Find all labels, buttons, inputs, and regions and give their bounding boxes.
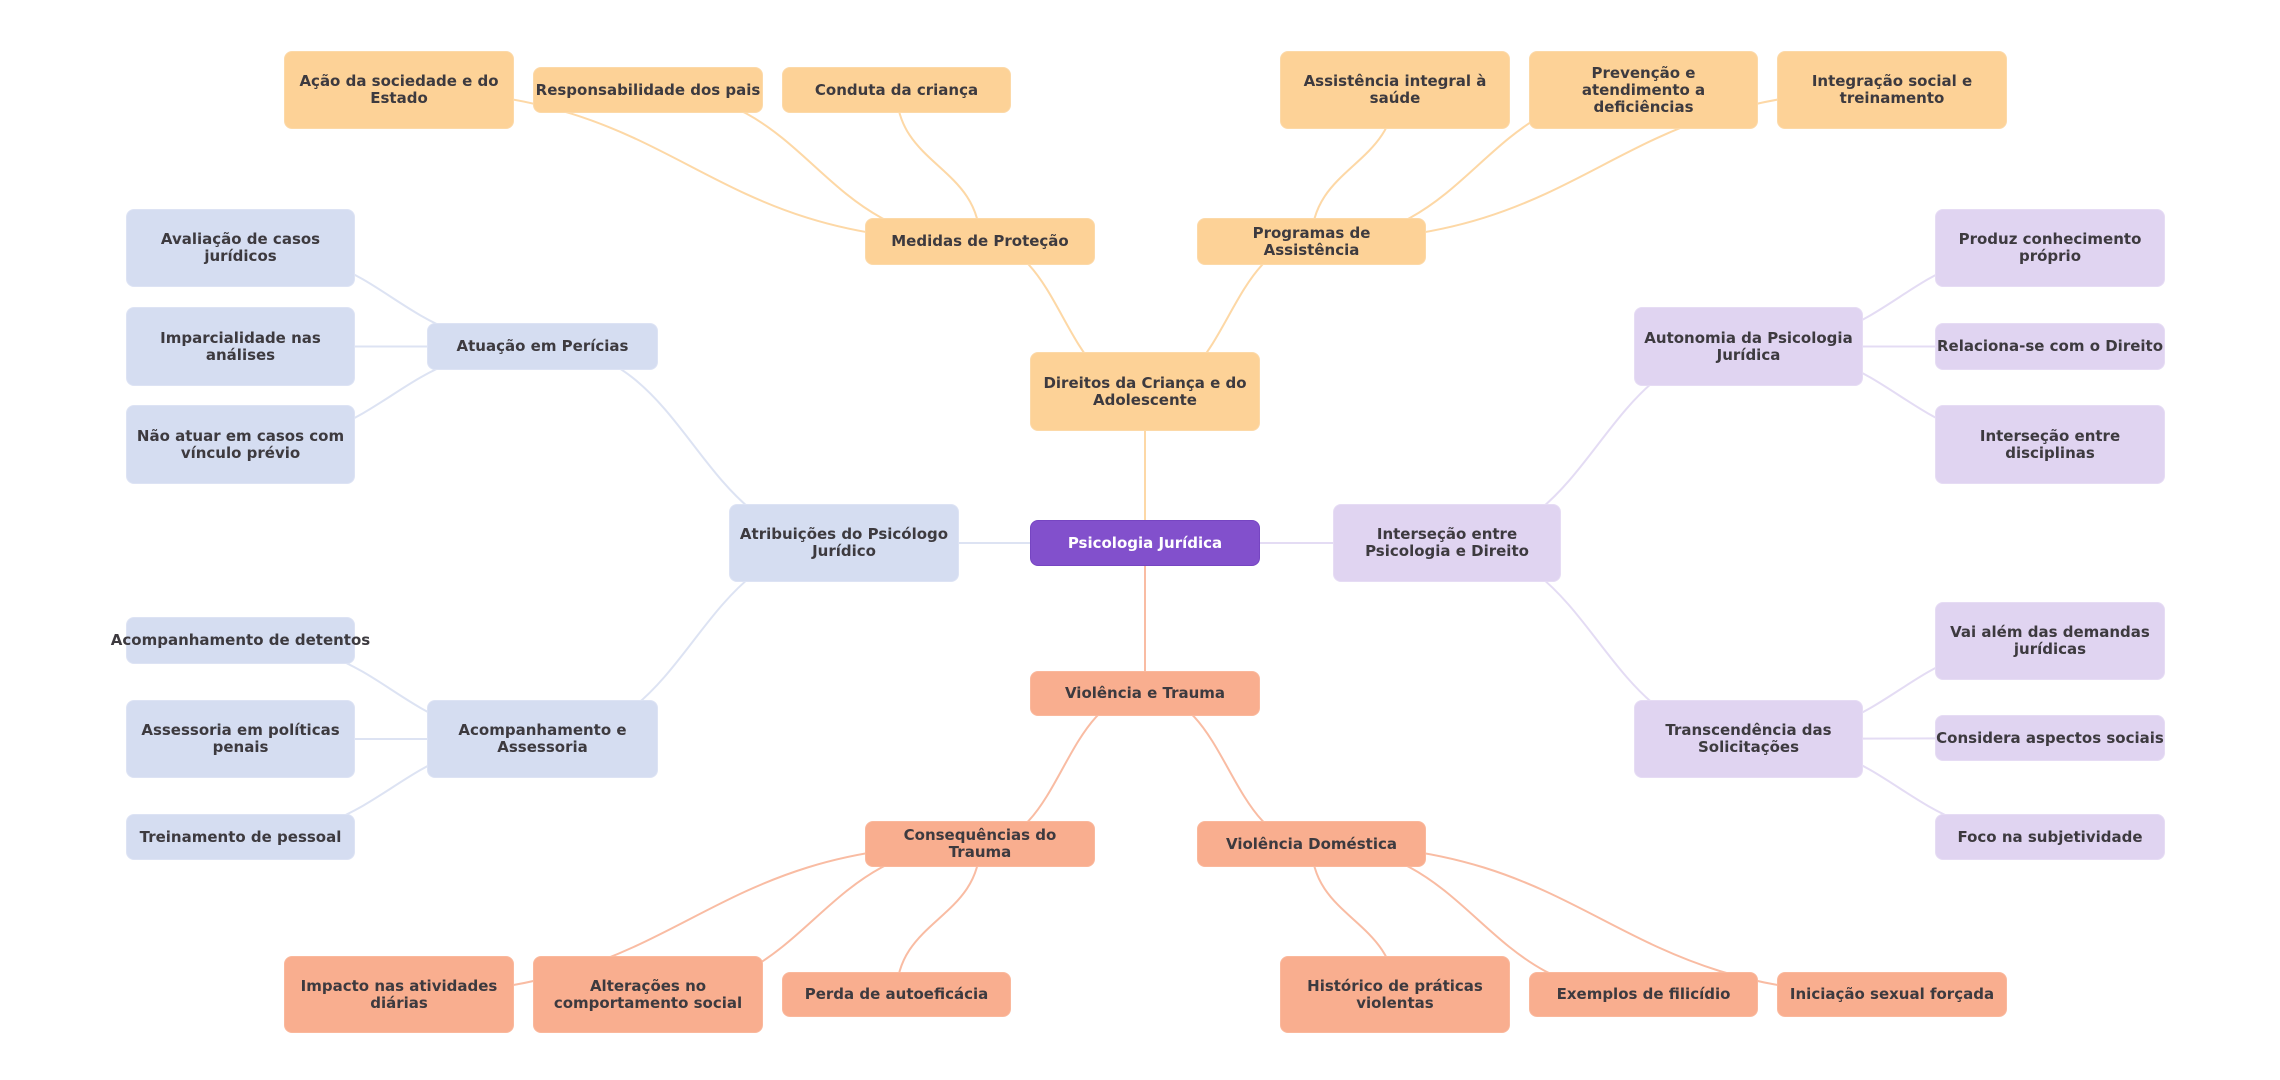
node-produz[interactable]: Produz conhecimento próprio <box>1935 209 2165 287</box>
node-detentos[interactable]: Acompanhamento de detentos <box>111 617 370 664</box>
node-iniciacao[interactable]: Iniciação sexual forçada <box>1777 972 2007 1017</box>
node-disciplinas[interactable]: Interseção entre disciplinas <box>1935 405 2165 484</box>
node-intersecao[interactable]: Interseção entre Psicologia e Direito <box>1333 504 1561 582</box>
node-historico[interactable]: Histórico de práticas violentas <box>1280 956 1510 1033</box>
node-transcendencia[interactable]: Transcendência das Solicitações <box>1634 700 1863 778</box>
node-responsabilidade[interactable]: Responsabilidade dos pais <box>533 67 763 113</box>
node-foco[interactable]: Foco na subjetividade <box>1935 814 2165 860</box>
node-medidas[interactable]: Medidas de Proteção <box>865 218 1095 265</box>
node-vai-alem[interactable]: Vai além das demandas jurídicas <box>1935 602 2165 680</box>
node-avaliacao[interactable]: Avaliação de casos jurídicos <box>126 209 355 287</box>
node-perda[interactable]: Perda de autoeficácia <box>782 972 1011 1017</box>
connector-medidas-conduta <box>895 89 981 242</box>
node-acao[interactable]: Ação da sociedade e do Estado <box>284 51 514 129</box>
connector-consequencias-perda <box>895 843 981 995</box>
node-treinamento[interactable]: Treinamento de pessoal <box>126 814 355 860</box>
node-domestica[interactable]: Violência Doméstica <box>1197 821 1426 867</box>
node-impacto[interactable]: Impacto nas atividades diárias <box>284 956 514 1033</box>
node-programas[interactable]: Programas de Assistência <box>1197 218 1426 265</box>
node-relaciona[interactable]: Relaciona-se com o Direito <box>1935 323 2165 370</box>
node-imparcialidade[interactable]: Imparcialidade nas análises <box>126 307 355 386</box>
node-prevencao[interactable]: Prevenção e atendimento a deficiências <box>1529 51 1758 129</box>
node-nao-atuar[interactable]: Não atuar em casos com vínculo prévio <box>126 405 355 484</box>
root-node[interactable]: Psicologia Jurídica <box>1030 520 1260 566</box>
node-violencia[interactable]: Violência e Trauma <box>1030 671 1260 716</box>
node-atuacao[interactable]: Atuação em Perícias <box>427 323 658 370</box>
node-exemplos[interactable]: Exemplos de filicídio <box>1529 972 1758 1017</box>
node-acompanhamento[interactable]: Acompanhamento e Assessoria <box>427 700 658 778</box>
node-direitos[interactable]: Direitos da Criança e do Adolescente <box>1030 352 1260 431</box>
node-integracao[interactable]: Integração social e treinamento <box>1777 51 2007 129</box>
node-assistencia[interactable]: Assistência integral à saúde <box>1280 51 1510 129</box>
node-considera[interactable]: Considera aspectos sociais <box>1935 715 2165 761</box>
node-conduta[interactable]: Conduta da criança <box>782 67 1011 113</box>
node-atribuicoes[interactable]: Atribuições do Psicólogo Jurídico <box>729 504 959 582</box>
node-assessoria[interactable]: Assessoria em políticas penais <box>126 700 355 778</box>
node-autonomia[interactable]: Autonomia da Psicologia Jurídica <box>1634 307 1863 386</box>
node-consequencias[interactable]: Consequências do Trauma <box>865 821 1095 867</box>
node-alteracoes[interactable]: Alterações no comportamento social <box>533 956 763 1033</box>
